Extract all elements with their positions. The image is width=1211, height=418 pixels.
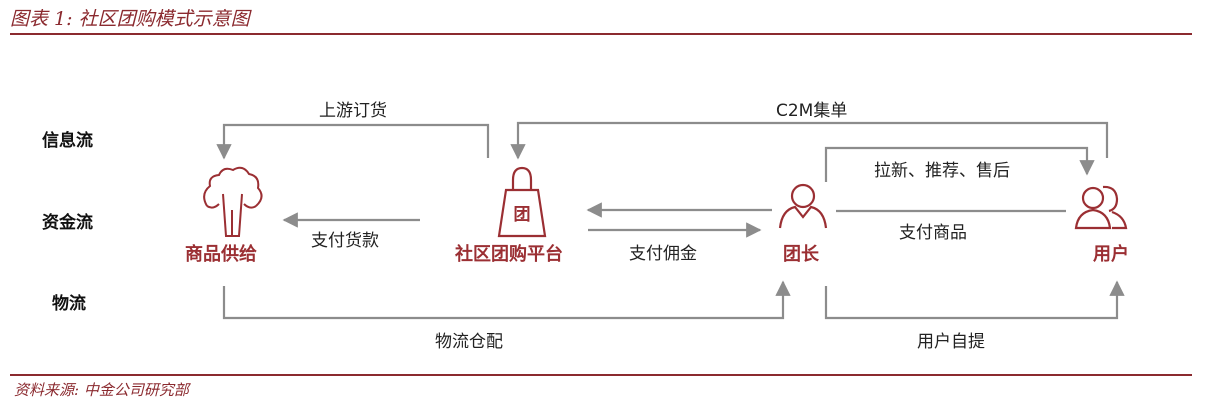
- source-note: 资料来源: 中金公司研究部: [14, 381, 189, 399]
- node-supply: 商品供给: [185, 244, 257, 265]
- edge-label-c2m: C2M集单: [776, 101, 848, 121]
- row-label-logistics: 物流: [52, 294, 86, 314]
- node-user: 用户: [1093, 244, 1129, 265]
- person-icon: [778, 183, 828, 229]
- vegetable-icon: [203, 166, 263, 237]
- top-divider: [10, 33, 1192, 35]
- edge-label-pull-new: 拉新、推荐、售后: [874, 161, 1010, 181]
- edge-label-pay-product: 支付商品: [899, 223, 967, 243]
- self-pickup-arrow: [824, 280, 1125, 320]
- shopping-bag-icon: [497, 166, 547, 238]
- figure-title: 图表 1: 社区团购模式示意图: [10, 8, 250, 30]
- row-label-money: 资金流: [42, 213, 93, 233]
- pull-new-arrow: [824, 146, 1095, 182]
- platform-icon-char: 团: [513, 205, 531, 225]
- warehouse-arrow: [222, 280, 791, 320]
- c2m-arrow: [510, 121, 1109, 160]
- edge-label-upstream-order: 上游订货: [319, 101, 387, 121]
- row-label-info: 信息流: [42, 131, 93, 151]
- users-icon: [1074, 185, 1128, 230]
- node-platform: 社区团购平台: [455, 244, 563, 265]
- upstream-order-arrow: [216, 123, 490, 160]
- edge-label-warehouse: 物流仓配: [435, 332, 503, 352]
- edge-label-self-pickup: 用户自提: [917, 332, 985, 352]
- node-leader: 团长: [783, 244, 819, 265]
- bottom-divider: [10, 374, 1192, 376]
- edge-label-pay-commission: 支付佣金: [629, 244, 697, 264]
- edge-label-pay-goods-fee: 支付货款: [311, 231, 379, 251]
